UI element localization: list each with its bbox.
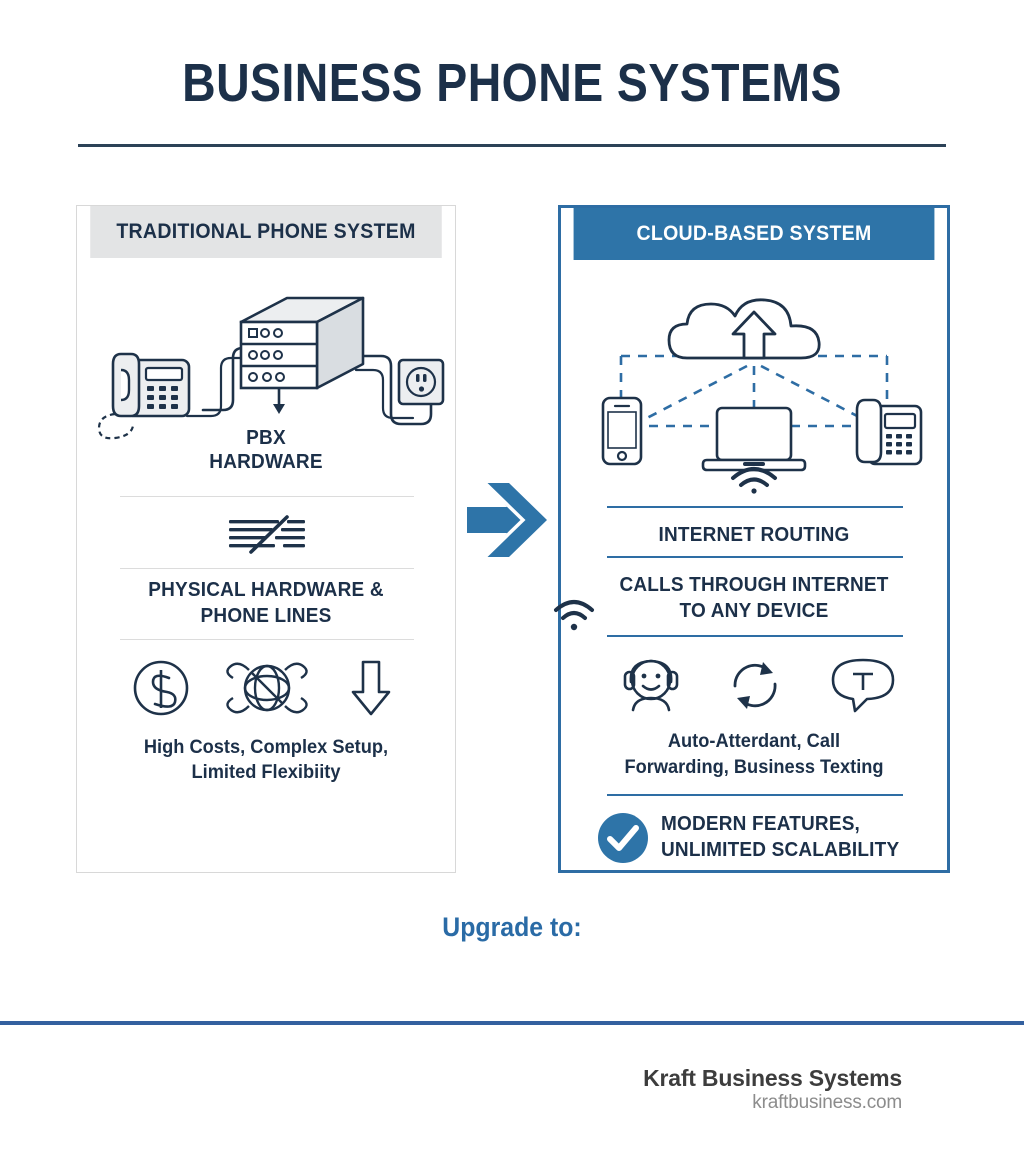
cloud-feature-line2: Forwarding, Business Texting [624,757,884,778]
cloud-based-system-panel: CLOUD-BASED SYSTEM [554,205,950,873]
wall-outlet-icon [397,358,445,406]
pbx-diagram [91,288,445,440]
physical-hardware-line1: PHYSICAL HARDWARE & [148,579,384,601]
laptop-icon [701,406,807,472]
left-divider-2 [120,568,414,569]
benefit-line2: UNLIMITED SCALABILITY [661,839,900,861]
down-arrow-icon [351,660,391,716]
calls-through-internet-line1: CALLS THROUGH INTERNET [619,574,889,596]
traditional-phone-system-panel: TRADITIONAL PHONE SYSTEM [76,205,456,873]
right-divider-2 [607,556,903,558]
dollar-circle-icon [133,660,189,716]
footer-divider [0,1021,1024,1025]
benefit-line1: MODERN FEATURES, [661,813,861,835]
right-divider-1 [607,506,903,508]
drawback-line1: High Costs, Complex Setup, [143,737,389,758]
tangled-knot-icon [226,662,308,714]
brand-name: Kraft Business Systems [643,1065,902,1091]
cloud-upload-icon [667,298,821,360]
pbx-label-line1: PBX [246,427,286,449]
pbx-label-line2: HARDWARE [209,451,323,473]
title-divider [78,144,946,147]
left-divider-3 [120,639,414,640]
text-bubble-icon [831,658,895,713]
refresh-arrow-head-bottom [737,696,750,709]
desk-phone-icon [855,398,923,466]
cloud-feature-line1: Auto-Atterdant, Call [667,731,841,752]
right-arrow-icon [463,477,553,563]
cloud-feature-icons-row [601,654,909,716]
headset-agent-icon [623,659,679,712]
internet-routing-label: INTERNET ROUTING [658,524,850,546]
drawback-icons-row [115,656,419,720]
wifi-icon [551,596,597,634]
pbx-server-rack-icon [239,296,365,414]
smartphone-icon [601,396,643,466]
cloud-panel-body: INTERNET ROUTING CALLS THROUGH INTERNET … [554,260,947,870]
right-divider-3 [607,635,903,637]
desk-phone-icon [97,352,191,440]
drawback-line2: Limited Flexibiity [191,762,341,783]
cloud-diagram [577,288,931,494]
right-divider-4 [607,794,903,796]
left-divider-1 [120,496,414,497]
wifi-icon [731,467,777,494]
calls-through-internet-line2: TO ANY DEVICE [679,600,829,622]
upgrade-label: Upgrade to: [442,912,582,942]
check-circle-icon [597,812,649,864]
physical-hardware-line2: PHONE LINES [200,605,332,627]
crossed-phone-lines-icon [225,515,309,554]
cloud-panel-header: CLOUD-BASED SYSTEM [573,208,935,260]
brand-url: kraftbusiness.com [752,1092,902,1113]
traditional-panel-body: PBX HARDWARE PHYSICAL HARDWARE & [77,258,455,872]
traditional-panel-header: TRADITIONAL PHONE SYSTEM [90,206,442,258]
page-title: BUSINESS PHONE SYSTEMS [182,53,842,113]
refresh-arrow-head-top [760,662,773,675]
